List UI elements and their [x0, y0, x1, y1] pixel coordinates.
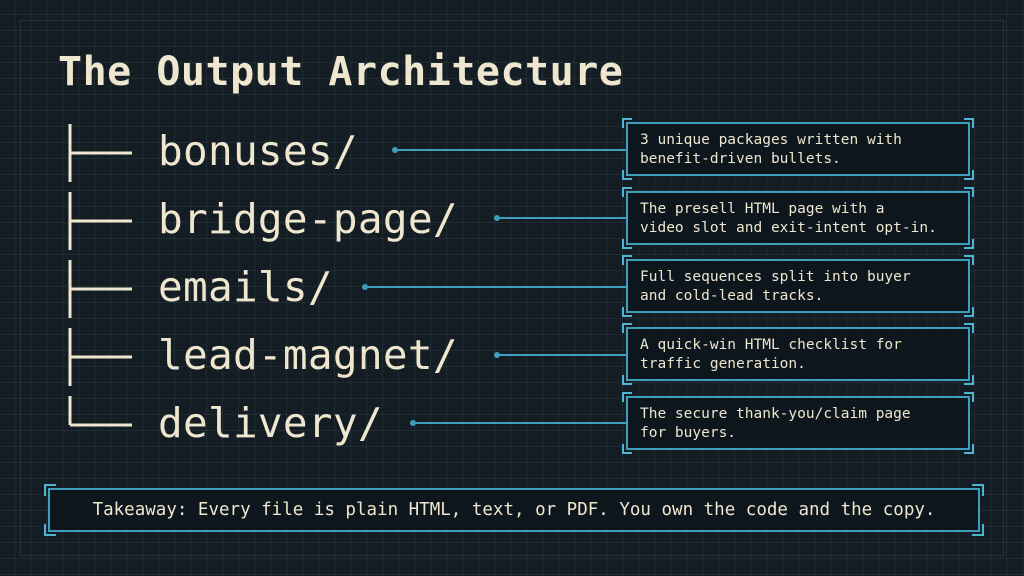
corner-bracket: [622, 375, 632, 385]
corner-bracket: [622, 392, 632, 402]
connector-line: [494, 215, 626, 221]
corner-bracket: [964, 187, 974, 197]
corner-bracket: [622, 323, 632, 333]
corner-bracket: [622, 307, 632, 317]
description-line: The presell HTML page with a: [640, 201, 885, 217]
description-box: 3 unique packages written with benefit-d…: [622, 118, 974, 180]
connector-line: [392, 147, 626, 153]
corner-bracket: [622, 239, 632, 249]
corner-bracket: [44, 524, 56, 536]
corner-bracket: [622, 255, 632, 265]
description-line: 3 unique packages written with: [640, 132, 902, 148]
tree-branch-icon: [68, 192, 132, 250]
corner-bracket: [972, 484, 984, 496]
description-box: The secure thank-you/claim page for buye…: [622, 392, 974, 454]
corner-bracket: [964, 375, 974, 385]
folder-name: bridge-page/: [158, 195, 458, 243]
corner-bracket: [964, 239, 974, 249]
description-box: A quick-win HTML checklist for traffic g…: [622, 323, 974, 385]
slide-title: The Output Architecture: [58, 49, 624, 95]
description-box: Full sequences split into buyer and cold…: [622, 255, 974, 317]
slide-frame: [20, 20, 1004, 556]
corner-bracket: [622, 170, 632, 180]
connector-line: [362, 284, 626, 290]
corner-bracket: [964, 118, 974, 128]
folder-name: emails/: [158, 263, 333, 311]
folder-name: lead-magnet/: [158, 331, 458, 379]
connector-line: [494, 352, 626, 358]
corner-bracket: [964, 323, 974, 333]
description-line: and cold-lead tracks.: [640, 288, 824, 304]
takeaway-banner: Takeaway: Every file is plain HTML, text…: [44, 484, 984, 536]
tree-branch-icon: [68, 260, 132, 318]
tree-last-branch-icon: [68, 396, 132, 427]
description-line: A quick-win HTML checklist for: [640, 337, 902, 353]
corner-bracket: [964, 170, 974, 180]
description-line: The secure thank-you/claim page: [640, 406, 911, 422]
folder-name: delivery/: [158, 399, 383, 447]
corner-bracket: [964, 392, 974, 402]
description-line: video slot and exit-intent opt-in.: [640, 220, 937, 236]
description-box: The presell HTML page with a video slot …: [622, 187, 974, 249]
description-line: traffic generation.: [640, 356, 806, 372]
corner-bracket: [622, 444, 632, 454]
description-line: for buyers.: [640, 425, 737, 441]
corner-bracket: [964, 444, 974, 454]
corner-bracket: [44, 484, 56, 496]
corner-bracket: [972, 524, 984, 536]
description-line: Full sequences split into buyer: [640, 269, 911, 285]
folder-name: bonuses/: [158, 127, 358, 175]
tree-branch-icon: [68, 328, 132, 386]
corner-bracket: [622, 187, 632, 197]
corner-bracket: [964, 307, 974, 317]
description-line: benefit-driven bullets.: [640, 151, 841, 167]
corner-bracket: [622, 118, 632, 128]
connector-line: [410, 420, 626, 426]
takeaway-text: Takeaway: Every file is plain HTML, text…: [92, 500, 936, 520]
tree-branch-icon: [68, 124, 132, 182]
corner-bracket: [964, 255, 974, 265]
